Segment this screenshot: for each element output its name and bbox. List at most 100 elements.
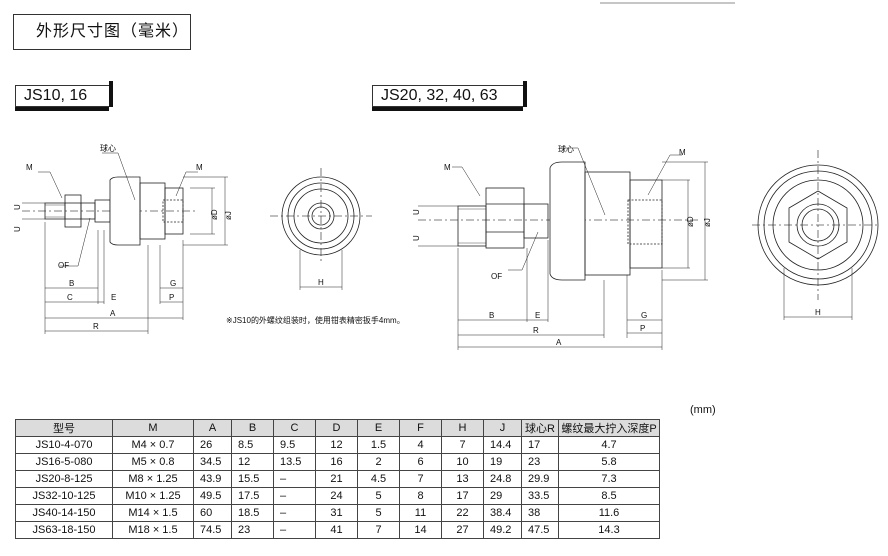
label-r-large: R [533, 326, 539, 335]
table-cell: 11 [399, 504, 442, 522]
label-d-large: øD [686, 216, 695, 227]
table-cell: 17 [441, 487, 484, 505]
label-u-small-2: U [13, 226, 22, 232]
table-cell: JS20-8-125 [15, 470, 113, 488]
label-h-large: H [815, 308, 821, 317]
table-cell: 17.5 [231, 487, 274, 505]
table-cell: M8 × 1.25 [112, 470, 194, 488]
label-m-large-2: M [679, 148, 686, 157]
table-cell: 16 [315, 453, 358, 471]
label-m-large: M [444, 163, 451, 172]
assembly-note: ※JS10的外螺纹组装时，使用钳表精密扳手4mm。 [226, 316, 405, 325]
table-cell: 41 [315, 521, 358, 539]
model-label-small: JS10, 16 [15, 81, 113, 111]
small-joint-end-view [270, 168, 372, 290]
label-g-small: G [170, 279, 176, 288]
col-header: 型号 [15, 419, 113, 437]
table-cell: 11.6 [558, 504, 660, 522]
table-cell: 29 [483, 487, 522, 505]
table-cell: 29.9 [521, 470, 559, 488]
table-cell: 8.5 [231, 436, 274, 454]
table-cell: 24.8 [483, 470, 522, 488]
table-cell: 27 [441, 521, 484, 539]
small-joint-side-view [22, 152, 228, 334]
table-cell: M18 × 1.5 [112, 521, 194, 539]
table-cell: – [273, 470, 316, 488]
table-cell: 9.5 [273, 436, 316, 454]
table-cell: 13.5 [273, 453, 316, 471]
table-cell: 4.7 [558, 436, 660, 454]
label-h-small: H [318, 278, 324, 287]
spec-table: 型号 M A B C D E F H J 球心R 螺纹最大拧入深度P JS10-… [15, 419, 660, 539]
label-u-small-1: U [13, 204, 22, 210]
table-cell: 23 [231, 521, 274, 539]
table-cell: 4.5 [357, 470, 400, 488]
table-cell: 47.5 [521, 521, 559, 539]
label-m-small: M [26, 163, 33, 172]
table-cell: 49.5 [193, 487, 232, 505]
label-e-small: E [111, 293, 116, 302]
table-cell: M4 × 0.7 [112, 436, 194, 454]
label-b-small: B [69, 279, 74, 288]
table-cell: M10 × 1.25 [112, 487, 194, 505]
table-cell: 19 [483, 453, 522, 471]
table-cell: 13 [441, 470, 484, 488]
table-cell: JS63-18-150 [15, 521, 113, 539]
table-cell: JS16-5-080 [15, 453, 113, 471]
unit-label: (mm) [690, 404, 716, 416]
table-cell: 34.5 [193, 453, 232, 471]
label-g-large: G [641, 311, 647, 320]
col-header: A [193, 419, 232, 437]
table-cell: 33.5 [521, 487, 559, 505]
table-cell: 43.9 [193, 470, 232, 488]
table-cell: 5.8 [558, 453, 660, 471]
col-header: M [112, 419, 194, 437]
table-cell: 17 [521, 436, 559, 454]
label-d-small: øD [210, 209, 219, 220]
table-cell: 5 [357, 504, 400, 522]
table-cell: 14 [399, 521, 442, 539]
table-cell: 74.5 [193, 521, 232, 539]
table-cell: 7 [357, 521, 400, 539]
table-cell: 24 [315, 487, 358, 505]
table-cell: JS40-14-150 [15, 504, 113, 522]
label-m-small-2: M [196, 163, 203, 172]
col-header: C [273, 419, 316, 437]
large-joint-end-view [752, 150, 880, 320]
label-a-large: A [556, 338, 562, 347]
table-cell: M14 × 1.5 [112, 504, 194, 522]
col-header: F [399, 419, 442, 437]
table-cell: 15.5 [231, 470, 274, 488]
table-cell: 14.3 [558, 521, 660, 539]
large-joint-side-view [418, 147, 708, 350]
table-cell: 7 [399, 470, 442, 488]
table-cell: 21 [315, 470, 358, 488]
table-cell: 8.5 [558, 487, 660, 505]
table-cell: 31 [315, 504, 358, 522]
table-cell: 4 [399, 436, 442, 454]
model-label-large: JS20, 32, 40, 63 [372, 81, 527, 111]
table-cell: 23 [521, 453, 559, 471]
table-cell: 26 [193, 436, 232, 454]
table-cell: 22 [441, 504, 484, 522]
col-header: 螺纹最大拧入深度P [558, 419, 660, 437]
label-u-large-2: U [412, 235, 421, 241]
table-cell: 12 [315, 436, 358, 454]
col-header: 球心R [521, 419, 559, 437]
table-header-row: 型号 M A B C D E F H J 球心R 螺纹最大拧入深度P [15, 419, 660, 437]
col-header: B [231, 419, 274, 437]
label-p-large: P [640, 324, 645, 333]
table-cell: 2 [357, 453, 400, 471]
table-cell: 18.5 [231, 504, 274, 522]
table-cell: 5 [357, 487, 400, 505]
col-header: D [315, 419, 358, 437]
table-cell: 14.4 [483, 436, 522, 454]
col-header: E [357, 419, 400, 437]
table-cell: 60 [193, 504, 232, 522]
